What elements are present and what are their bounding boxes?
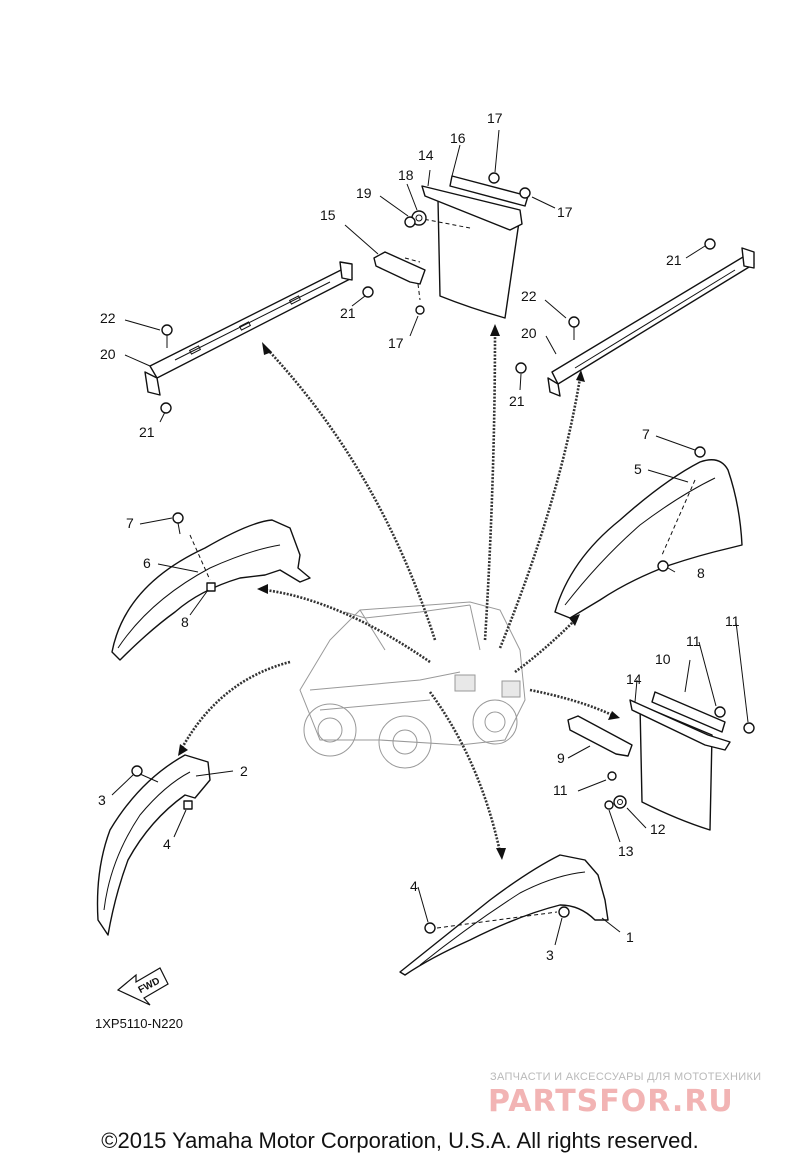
right-rear-fender xyxy=(554,446,743,619)
watermark-logo: PARTSFOR.RU xyxy=(488,1084,734,1119)
callout-17-bottom: 17 xyxy=(388,335,404,351)
left-front-fender xyxy=(96,754,211,936)
callout-17-top: 17 xyxy=(487,110,503,126)
callout-2: 2 xyxy=(240,763,248,779)
callout-11-right: 11 xyxy=(725,613,740,629)
callout-16: 16 xyxy=(450,130,466,146)
callout-21-right: 21 xyxy=(509,393,525,409)
callout-12: 12 xyxy=(650,821,666,837)
rear-mudflap-assembly xyxy=(362,172,531,319)
right-rail xyxy=(515,238,755,397)
callout-18: 18 xyxy=(398,167,414,183)
callout-4-left: 4 xyxy=(163,836,171,852)
left-rail xyxy=(144,261,353,414)
callout-20-right: 20 xyxy=(521,325,537,341)
callout-10: 10 xyxy=(655,651,671,667)
left-rear-fender xyxy=(111,512,311,661)
callout-3-right: 3 xyxy=(546,947,554,963)
callout-21-center: 21 xyxy=(340,305,356,321)
callout-14-top: 14 xyxy=(418,147,434,163)
callout-14-bottom: 14 xyxy=(626,671,642,687)
callout-6: 6 xyxy=(143,555,151,571)
callout-11-bottom: 11 xyxy=(553,782,568,798)
diagram-code: 1XP5110-N220 xyxy=(95,1016,183,1031)
callout-11-top: 11 xyxy=(686,633,701,649)
callout-1: 1 xyxy=(626,929,634,945)
callout-22-right: 22 xyxy=(521,288,537,304)
callout-5: 5 xyxy=(634,461,642,477)
callout-13: 13 xyxy=(618,843,634,859)
callout-7-left: 7 xyxy=(126,515,134,531)
copyright-notice: ©2015 Yamaha Motor Corporation, U.S.A. A… xyxy=(101,1128,699,1153)
callout-20-left: 20 xyxy=(100,346,116,362)
watermark-tagline: ЗАПЧАСТИ И АКСЕССУАРЫ ДЛЯ МОТОТЕХНИКИ xyxy=(490,1071,762,1083)
callout-8-left: 8 xyxy=(181,614,189,630)
callout-21-far-right: 21 xyxy=(666,252,682,268)
callout-22-left: 22 xyxy=(100,310,116,326)
fwd-arrow-icon: FWD xyxy=(116,967,169,1006)
leader-lines xyxy=(111,129,749,946)
right-front-fender xyxy=(399,854,609,976)
callout-labels: 1 2 3 3 4 4 5 6 7 7 8 8 9 10 11 11 11 12… xyxy=(98,110,740,963)
vehicle-outline xyxy=(299,601,526,769)
front-mudflap-assembly xyxy=(567,691,755,831)
callout-21-left: 21 xyxy=(139,424,155,440)
callout-9: 9 xyxy=(557,750,565,766)
callout-19: 19 xyxy=(356,185,372,201)
callout-3-left: 3 xyxy=(98,792,106,808)
callout-15: 15 xyxy=(320,207,336,223)
callout-8-right: 8 xyxy=(697,565,705,581)
callout-7-right: 7 xyxy=(642,426,650,442)
callout-4-right: 4 xyxy=(410,878,418,894)
callout-17-right: 17 xyxy=(557,204,573,220)
reference-arrows xyxy=(178,324,620,860)
